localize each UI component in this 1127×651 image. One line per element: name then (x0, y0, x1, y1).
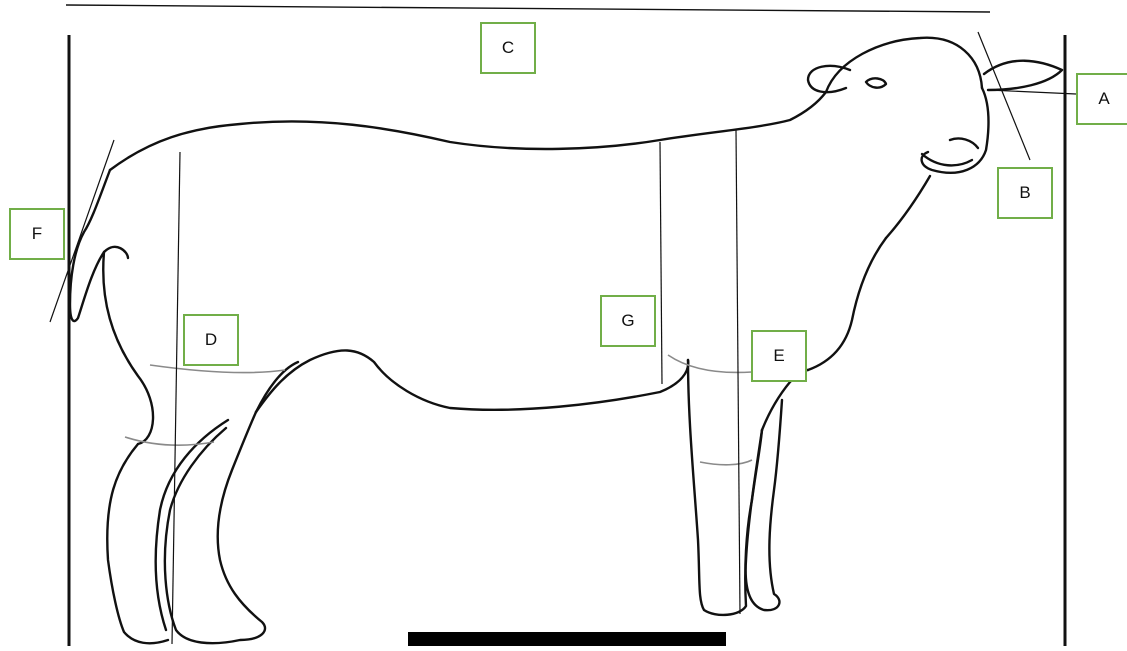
fore-shank-band (700, 460, 752, 465)
label-e: E (751, 330, 807, 382)
label-g: G (600, 295, 656, 347)
label-b: B (997, 167, 1053, 219)
hind-thigh (103, 252, 153, 444)
hind-leg-back (107, 444, 168, 643)
label-a: A (1076, 73, 1127, 125)
top-horizontal-line (66, 5, 990, 12)
foreleg-front-lower (746, 400, 782, 610)
scale-bar (408, 632, 726, 646)
mouth (922, 154, 972, 165)
belly (256, 350, 688, 412)
label-c: C (480, 22, 536, 74)
eye (866, 78, 886, 87)
label-d: D (183, 314, 239, 366)
line-d (172, 152, 180, 644)
hind-leg-front (165, 412, 265, 643)
forearm-band (668, 355, 752, 372)
back-line (110, 92, 826, 170)
chest-front (808, 238, 886, 370)
label-f: F (9, 208, 65, 260)
nose (950, 138, 978, 148)
head-top (826, 38, 982, 92)
tail (70, 170, 128, 321)
hind-thigh-band (150, 365, 285, 372)
measurement-bands (125, 355, 752, 465)
ear-left (808, 66, 850, 92)
foreleg-back (688, 360, 762, 615)
jaw-neck (886, 176, 930, 238)
line-g (660, 142, 662, 384)
